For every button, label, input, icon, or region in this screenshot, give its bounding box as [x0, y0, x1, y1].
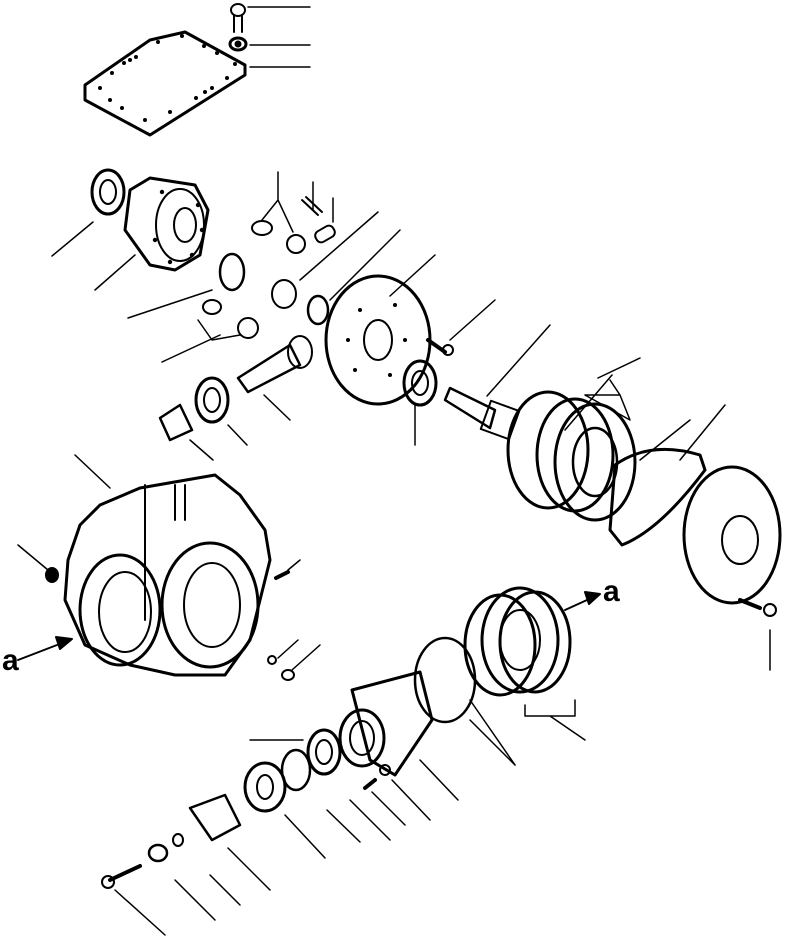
pinion-assembly-group [101, 670, 516, 936]
differential-case-group [51, 168, 496, 461]
housing-group [17, 454, 321, 681]
lower-discs-group [413, 586, 586, 766]
section-label-a-left: a [2, 644, 19, 677]
cover-plate-group [83, 3, 311, 137]
section-label-a-right: a [603, 575, 620, 608]
section-arrow-left [17, 636, 73, 661]
brake-discs-group [443, 324, 782, 671]
section-arrow-right [564, 591, 601, 611]
